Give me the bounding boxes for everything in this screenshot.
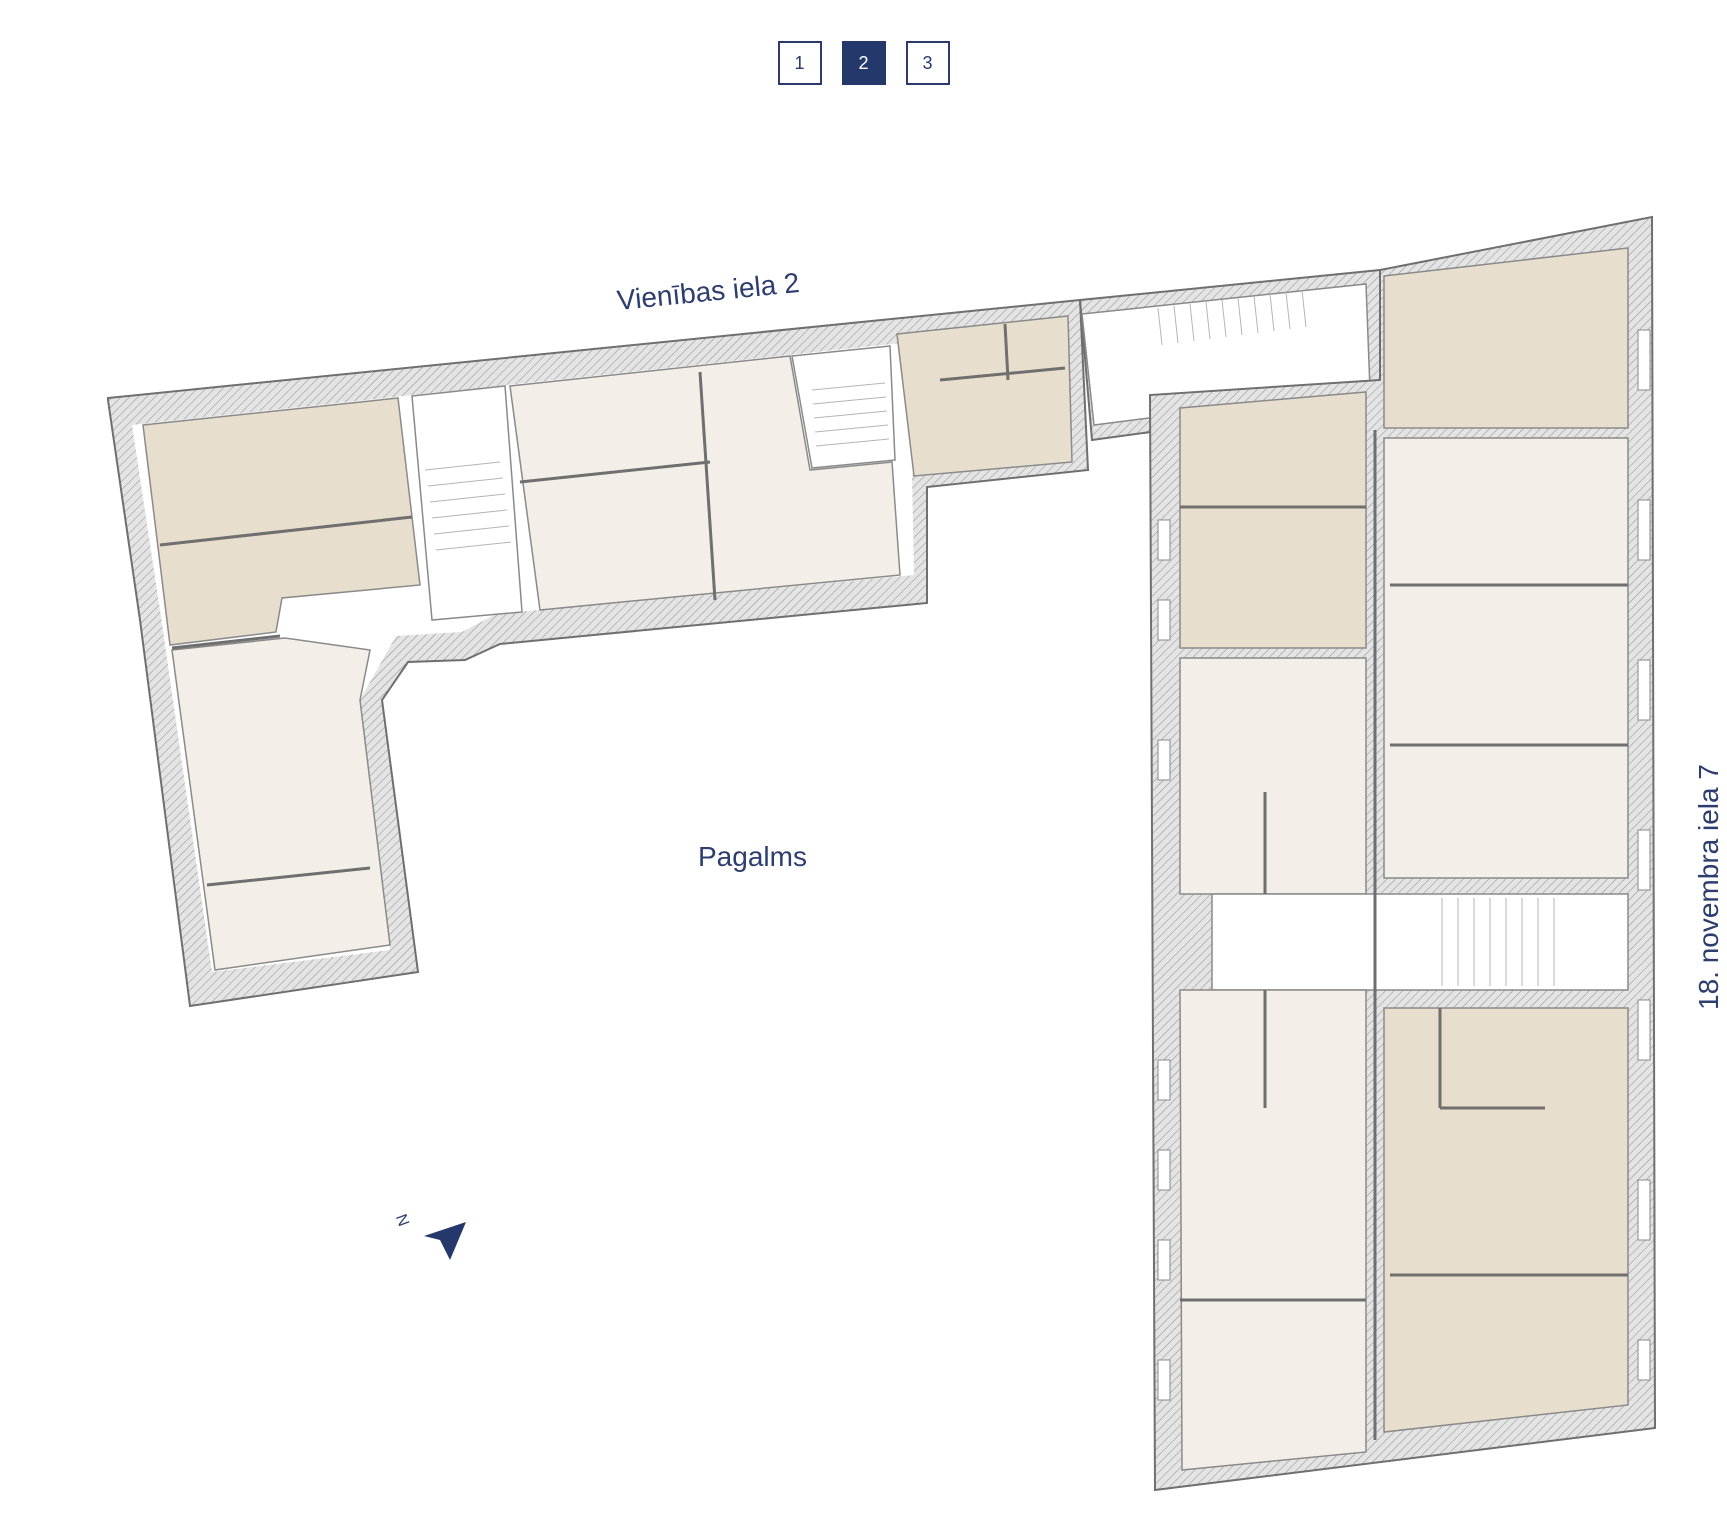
apartment-east-mid-right[interactable] [1383, 437, 1629, 879]
north-wing-partitions [159, 323, 1066, 887]
courtyard-facade-windows [1157, 519, 1171, 1401]
apartment-west-corner[interactable] [142, 397, 421, 646]
east-wing-partitions [1180, 430, 1628, 1440]
stairs-centre [811, 382, 890, 447]
floor-selector: 1 2 3 [0, 41, 1727, 85]
north-marker-label: N [392, 1212, 412, 1229]
stairs-west [424, 461, 512, 551]
courtyard-label: Pagalms [698, 841, 807, 872]
east-facade-windows [1637, 329, 1651, 1381]
floor-tab-2[interactable]: 2 [841, 41, 886, 85]
stairwell-east [1211, 893, 1629, 991]
street-label-east: 18. novembra iela 7 [1693, 764, 1724, 1010]
apartment-east-south-right[interactable] [1383, 1007, 1629, 1433]
north-arrow-icon: N [392, 1212, 466, 1260]
floor-tab-1[interactable]: 1 [777, 41, 822, 85]
north-wing [107, 298, 1090, 1008]
street-label-north: Vienības iela 2 [616, 267, 801, 316]
apartment-centre-north[interactable] [509, 355, 901, 611]
apartment-northeast[interactable] [1383, 247, 1629, 429]
apartment-small-north[interactable] [896, 315, 1073, 477]
apartment-east-north-west[interactable] [1179, 391, 1367, 649]
stairwell-centre [791, 345, 896, 469]
apartment-east-south-left[interactable] [1179, 989, 1367, 1471]
stairs-link [1157, 289, 1307, 346]
stairs-east [1441, 898, 1555, 986]
apartment-west-wing[interactable] [171, 637, 391, 971]
east-wing [1148, 215, 1657, 1492]
stairwell-west [411, 385, 523, 621]
apartment-east-mid-left[interactable] [1179, 657, 1367, 895]
floor-tab-3[interactable]: 3 [905, 41, 950, 85]
